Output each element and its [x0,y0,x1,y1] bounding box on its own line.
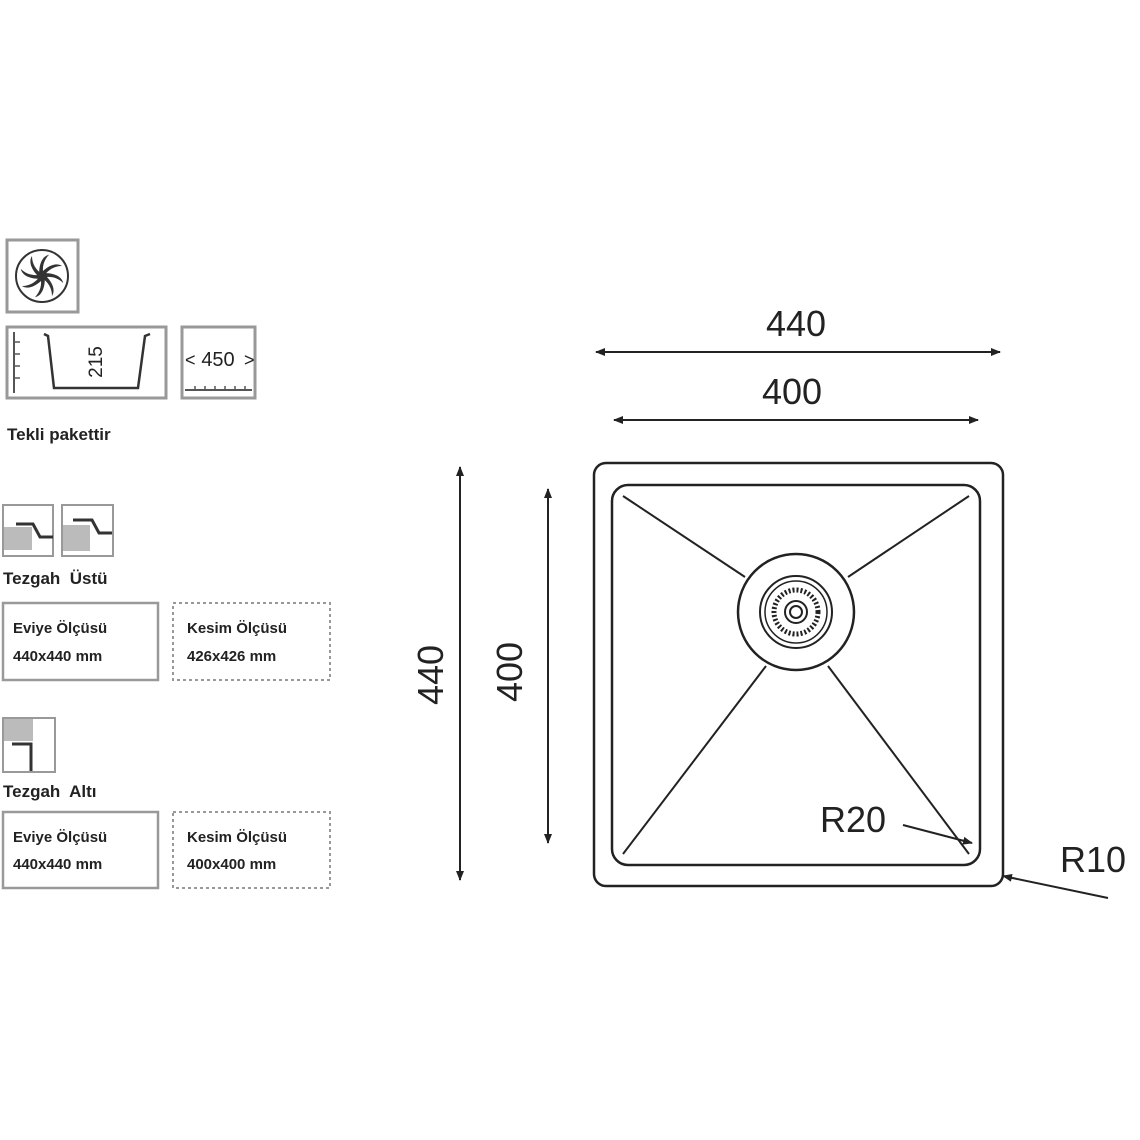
cutout-title: Kesim Ölçüsü [187,829,287,846]
inner-height-label: 400 [489,642,530,702]
fan-icon [5,238,80,314]
inner-width-label: 400 [762,371,822,412]
under-mount-icon [2,717,56,773]
sink-size-value: 440x440 mm [13,648,102,665]
under-mount-sink-size-box: Eviye Ölçüsü 440x440 mm [1,810,160,890]
cutout-value: 426x426 mm [187,648,276,665]
cutout-title: Kesim Ölçüsü [187,620,287,637]
top-mount-sink-size-box: Eviye Ölçüsü 440x440 mm [1,601,160,682]
depth-icon: 215 [5,325,168,400]
top-mount-icon [2,504,114,557]
sink-drawing: 440 400 440 400 R20 R10 [410,303,1126,899]
sink-bowl [610,483,982,867]
outer-radius-label: R10 [1060,839,1126,880]
width-value: 450 [201,349,234,371]
drain-icon [736,552,856,672]
inner-radius-label: R20 [820,799,886,840]
inner-radius-arrow [902,824,973,845]
outer-width-label: 440 [766,303,826,344]
sink-size-title: Eviye Ölçüsü [13,829,107,846]
sink-size-title: Eviye Ölçüsü [13,620,107,637]
svg-text:>: > [244,350,255,370]
width-icon: < 450 > [180,325,257,400]
cutout-value: 400x400 mm [187,856,276,873]
outer-radius-arrow [1002,873,1109,899]
sink-outer-rim [592,461,1005,888]
sink-size-value: 440x440 mm [13,856,102,873]
under-mount-cutout-box: Kesim Ölçüsü 400x400 mm [172,811,331,889]
depth-value: 215 [86,346,107,378]
packaging-note: Tekli pakettir [7,425,111,444]
top-mount-cutout-box: Kesim Ölçüsü 426x426 mm [172,602,331,681]
top-mount-label: Tezgah Üstü [3,569,108,588]
under-mount-label: Tezgah Altı [3,782,97,801]
bowl-slope-lines [622,495,970,855]
svg-text:<: < [185,350,196,370]
outer-height-label: 440 [410,645,451,705]
